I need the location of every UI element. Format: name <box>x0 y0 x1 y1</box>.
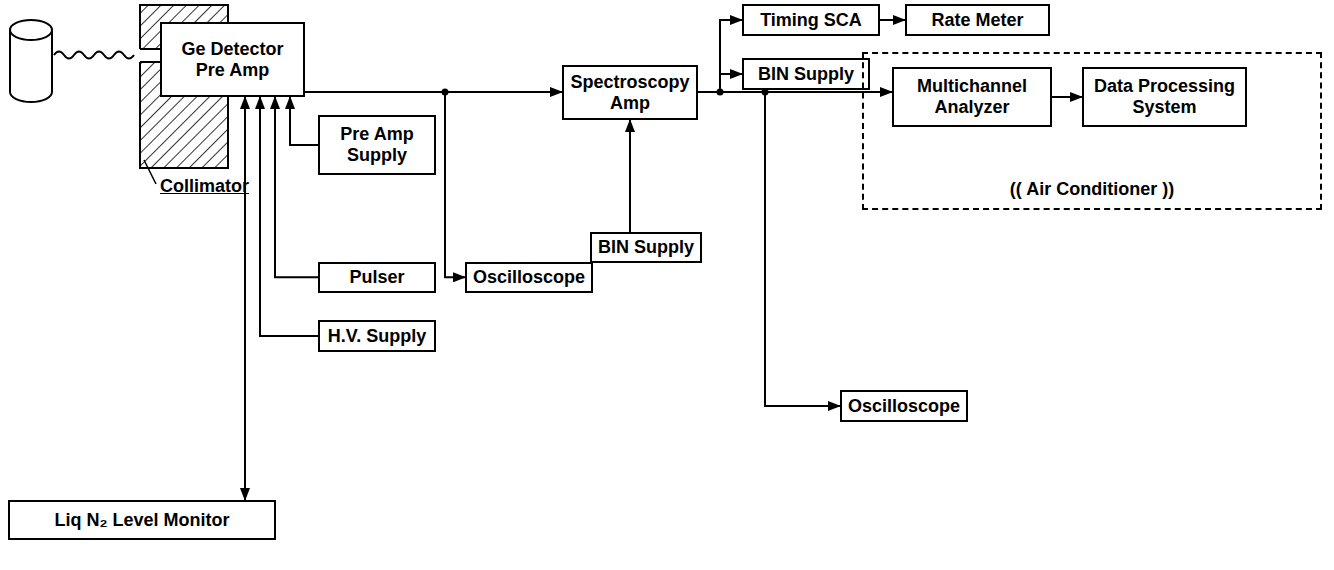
signal-connector <box>290 97 318 145</box>
block-box: H.V. Supply <box>318 320 436 352</box>
signal-connector <box>260 97 318 336</box>
pipe-rim <box>10 30 52 40</box>
box-label: Oscilloscope <box>473 267 585 288</box>
box-label: H.V. Supply <box>328 326 426 347</box>
box-label: Pulser <box>349 267 404 288</box>
box-label: BIN Supply <box>758 64 854 85</box>
box-label: Oscilloscope <box>848 396 960 417</box>
box-label: BIN Supply <box>598 237 694 258</box>
signal-connector <box>698 92 840 406</box>
box-label: Data Processing System <box>1089 76 1240 117</box>
leader-line <box>144 160 156 184</box>
signal-connector <box>629 120 631 232</box>
block-box: Data Processing System <box>1082 67 1247 127</box>
block-box: Pre Amp Supply <box>318 115 436 175</box>
signal-connector <box>880 19 905 21</box>
block-box: Pulser <box>318 262 436 293</box>
box-label: (( Air Conditioner )) <box>1010 179 1174 200</box>
box-label: Ge Detector Pre Amp <box>167 39 298 80</box>
signal-connector <box>305 92 465 277</box>
signal-connector <box>275 97 318 277</box>
signal-connector <box>244 97 246 500</box>
air-conditioned-region: (( Air Conditioner )) Multichannel Analyz… <box>862 52 1322 210</box>
box-label: Spectroscopy Amp <box>569 72 691 113</box>
block-box: Oscilloscope <box>840 390 968 422</box>
junction-dot <box>442 89 449 96</box>
box-label: Liq N₂ Level Monitor <box>55 510 230 531</box>
block-box: Spectroscopy Amp <box>562 65 698 120</box>
block-box: Rate Meter <box>905 4 1050 36</box>
signal-connector <box>1052 96 1082 98</box>
block-box: BIN Supply <box>590 232 702 263</box>
part-label: Collimator <box>160 176 249 197</box>
signal-connector <box>698 20 742 92</box>
block-box: Timing SCA <box>742 4 880 36</box>
box-label: Rate Meter <box>931 10 1023 31</box>
collimator-slot-edge <box>140 61 160 63</box>
box-label: Multichannel Analyzer <box>899 76 1045 117</box>
block-box: Oscilloscope <box>465 262 593 293</box>
junction-dot <box>717 89 724 96</box>
detector-box: Ge Detector Pre Amp <box>160 22 305 97</box>
box-label: Timing SCA <box>760 10 862 31</box>
block-box: Liq N₂ Level Monitor <box>8 500 276 540</box>
block-box: Multichannel Analyzer <box>892 67 1052 127</box>
radiation-wave <box>54 52 134 59</box>
block-box: BIN Supply <box>742 58 870 90</box>
box-label: Pre Amp Supply <box>325 124 429 165</box>
collimator-slot-edge <box>140 48 160 50</box>
pipe-outline <box>10 20 52 102</box>
